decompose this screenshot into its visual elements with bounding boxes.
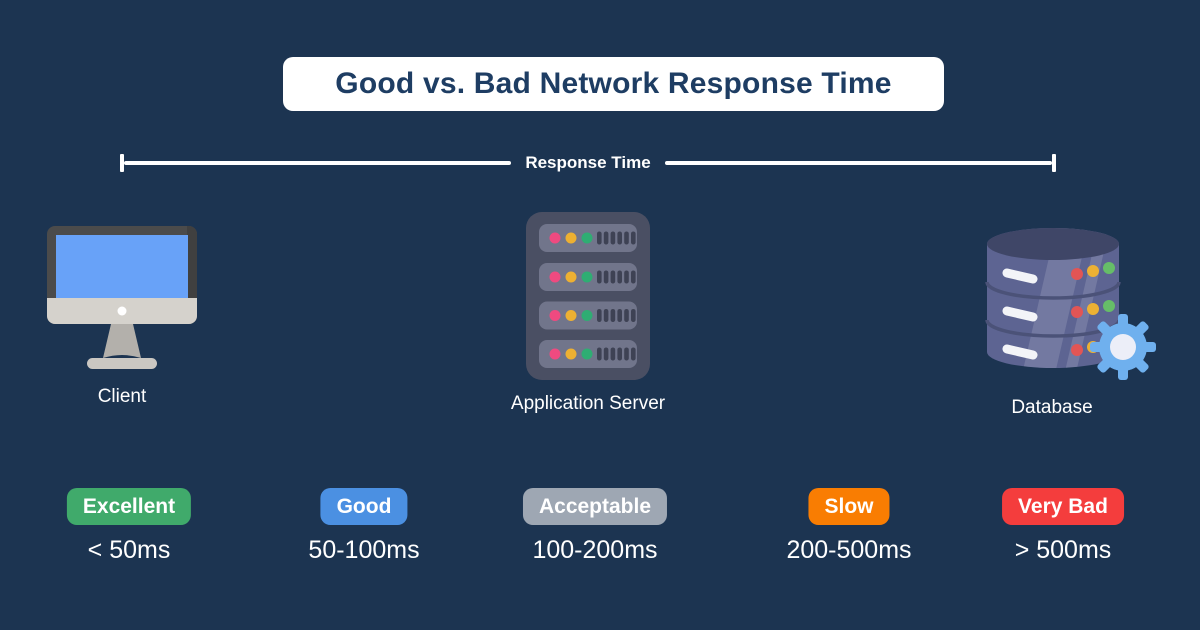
rating-range-slow: 200-500ms: [786, 536, 912, 564]
rating-range-excellent: < 50ms: [87, 536, 171, 564]
database-gear-icon: [985, 228, 1156, 380]
desktop-computer-icon: [47, 226, 197, 369]
measure-line-right: [664, 161, 1052, 165]
page-title: Good vs. Bad Network Response Time: [335, 67, 892, 100]
node-label-database: Database: [1011, 397, 1093, 418]
server-rack-icon: [526, 212, 650, 380]
rating-column-slow: Slow 200-500ms: [786, 488, 912, 565]
rating-badge-acceptable: Acceptable: [522, 488, 668, 525]
rating-column-very-bad: Very Bad > 500ms: [1002, 488, 1124, 565]
rating-column-good: Good 50-100ms: [308, 488, 420, 565]
node-application-server: Application Server: [511, 212, 665, 415]
measure-label: Response Time: [525, 153, 651, 172]
rating-badge-excellent: Excellent: [66, 488, 192, 525]
rating-range-very-bad: > 500ms: [1014, 536, 1112, 564]
node-label-application-server: Application Server: [510, 393, 666, 414]
measure-left-cap: [120, 154, 124, 172]
rating-badge-very-bad: Very Bad: [1002, 488, 1124, 525]
response-time-measure: Response Time: [120, 153, 1056, 172]
node-label-client: Client: [97, 386, 147, 407]
gear-icon: [1090, 314, 1156, 380]
rating-column-excellent: Excellent < 50ms: [66, 488, 192, 565]
rating-badge-slow: Slow: [808, 488, 890, 525]
rating-badge-good: Good: [320, 488, 408, 525]
rating-column-acceptable: Acceptable 100-200ms: [522, 488, 668, 565]
rating-range-acceptable: 100-200ms: [532, 536, 658, 564]
node-database: Database: [985, 224, 1157, 419]
measure-right-cap: [1052, 154, 1056, 172]
title-box: Good vs. Bad Network Response Time: [283, 57, 944, 111]
measure-line-left: [124, 161, 512, 165]
node-client: Client: [47, 226, 197, 408]
rating-range-good: 50-100ms: [308, 536, 420, 564]
